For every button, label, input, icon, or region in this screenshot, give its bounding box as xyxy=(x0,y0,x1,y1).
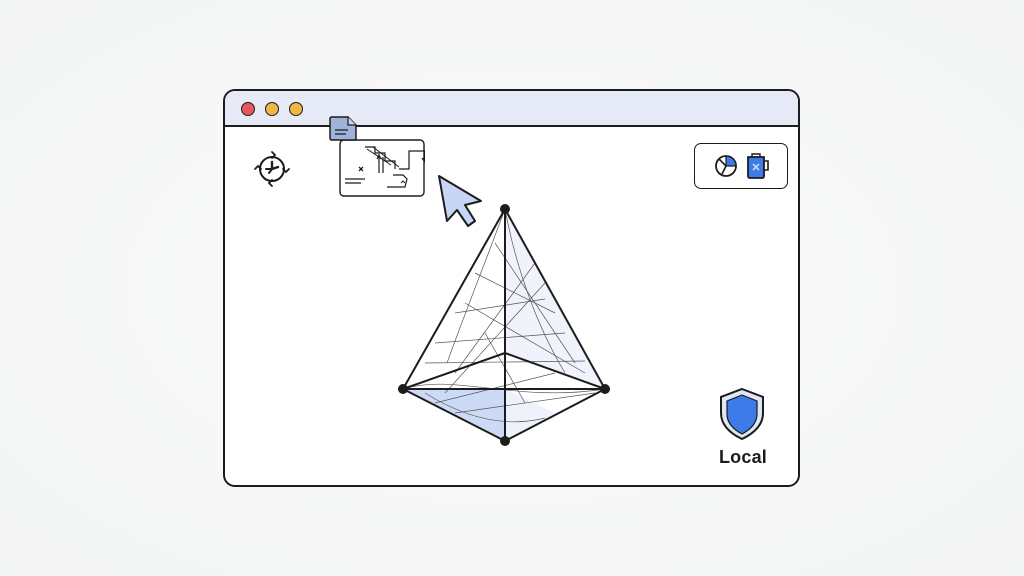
storage-status-label: Local xyxy=(718,447,767,467)
cup-icon[interactable] xyxy=(745,152,771,180)
pie-chart-icon[interactable] xyxy=(714,154,738,178)
pointer-cursor-icon xyxy=(438,175,482,227)
wireframe-pyramid[interactable] xyxy=(395,203,615,453)
diagram-card-icon[interactable] xyxy=(339,139,425,197)
title-bar xyxy=(225,91,798,127)
minimize-button[interactable] xyxy=(265,102,279,116)
clock-sync-icon[interactable] xyxy=(252,149,292,189)
maximize-button[interactable] xyxy=(289,102,303,116)
shield-icon xyxy=(720,387,764,441)
app-window: Local xyxy=(223,89,800,487)
view-options-panel xyxy=(694,143,788,189)
close-button[interactable] xyxy=(241,102,255,116)
document-icon[interactable] xyxy=(328,116,358,142)
